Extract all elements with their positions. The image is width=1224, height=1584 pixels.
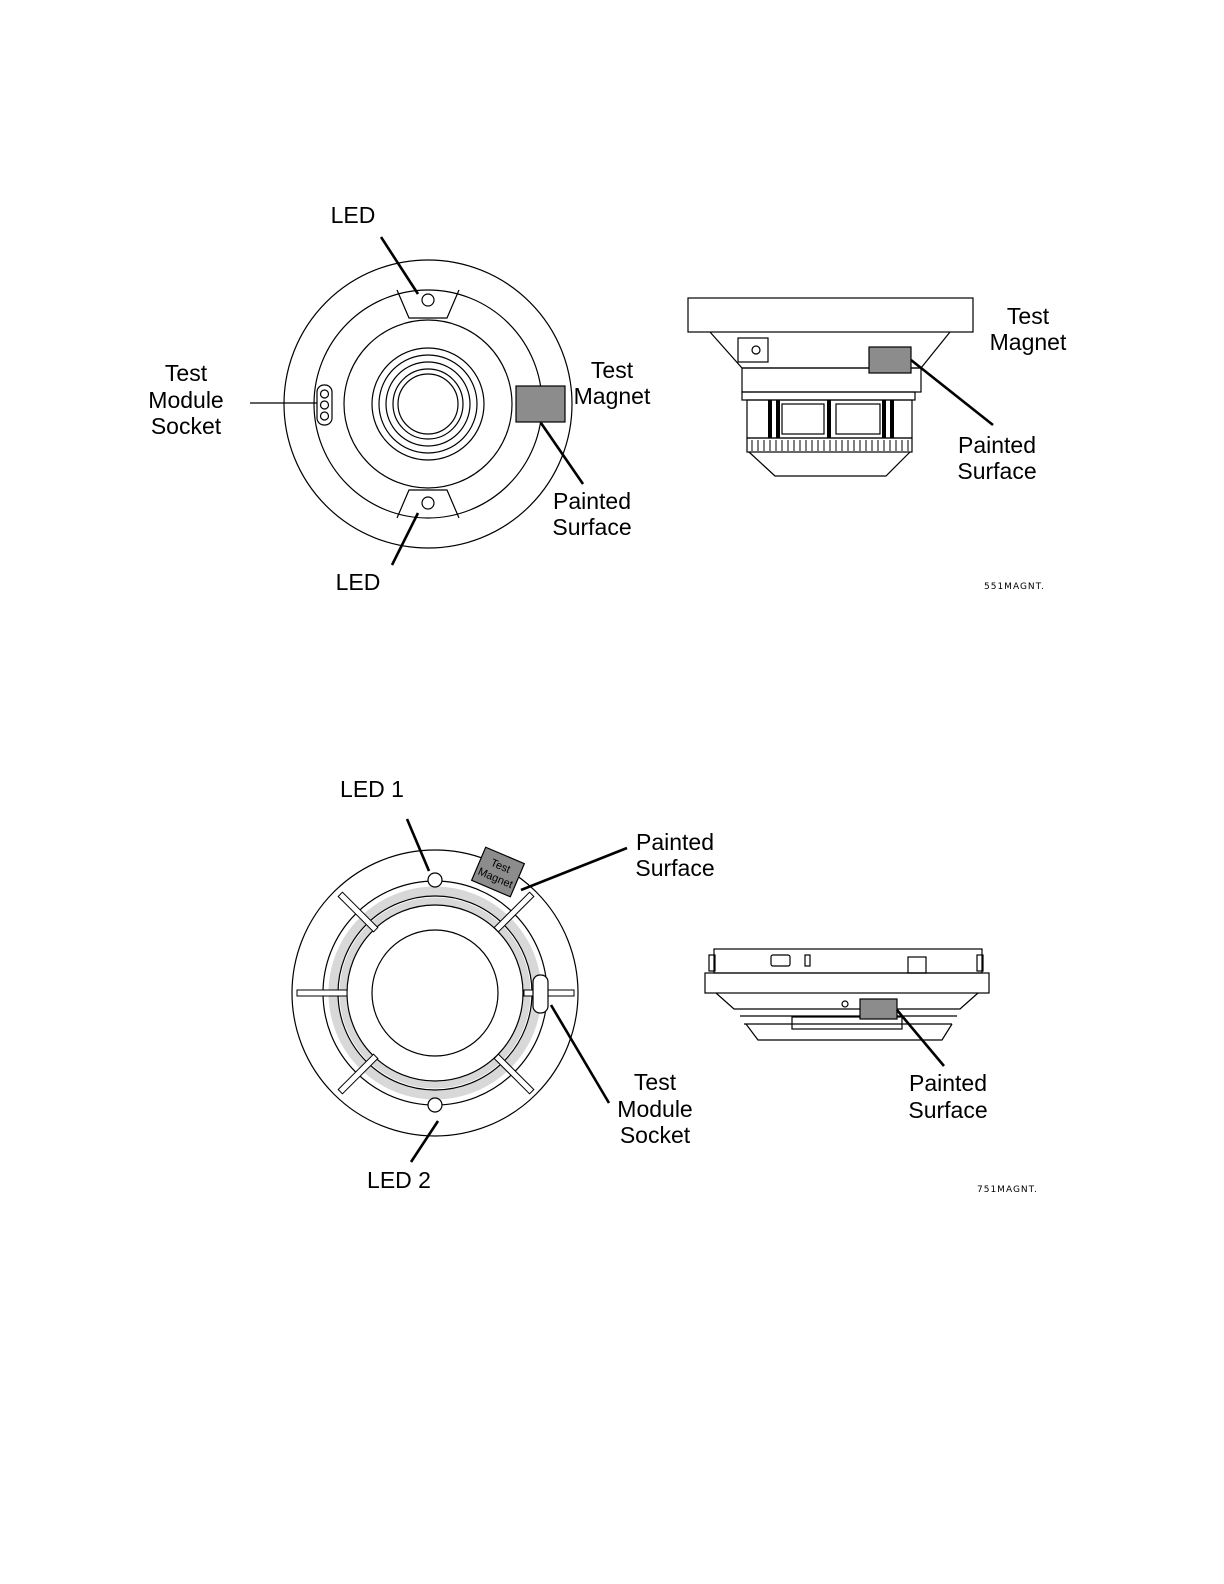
led-window-bottom [397, 490, 459, 518]
side-base-plate [688, 298, 973, 332]
test-module-socket [317, 385, 332, 425]
label-socket-line1: Test [165, 360, 208, 386]
test-magnet-block: Test Magnet [472, 847, 525, 897]
figure1-front-view [250, 237, 583, 565]
label-socket-line3: Socket [151, 413, 222, 439]
side-chamber-bar [768, 400, 772, 438]
leader-led-bottom [392, 513, 418, 565]
side-led-icon [842, 1001, 848, 1007]
sensor-ring-1 [372, 348, 484, 460]
side-window [782, 404, 824, 434]
side-test-magnet-block [869, 347, 911, 373]
test-module-socket [533, 975, 548, 1013]
side-test-magnet-block [860, 999, 897, 1019]
side-led-icon [752, 346, 760, 354]
sensor-chamber [372, 930, 498, 1056]
leader-painted-surface [541, 423, 583, 484]
side-window [836, 404, 880, 434]
label-socket-line2: Module [617, 1096, 692, 1122]
leader-led-2 [411, 1121, 438, 1162]
label-side-painted-line2: Surface [908, 1097, 987, 1123]
side-notch [805, 955, 810, 966]
figure2-code: 751MAGNT. [977, 1185, 1038, 1195]
test-magnet-block [516, 386, 565, 422]
side-tab [908, 957, 926, 973]
side-ticks [752, 440, 908, 451]
label-side-painted-line1: Painted [909, 1070, 987, 1096]
sensor-ring-5 [398, 374, 458, 434]
label-side-magnet-line1: Test [1007, 303, 1050, 329]
side-chamber-bar [776, 400, 780, 438]
side-top-plate [714, 949, 982, 973]
label-painted-line2: Surface [552, 514, 631, 540]
label-magnet-line2: Magnet [574, 383, 651, 409]
side-slot [771, 955, 790, 966]
figure1-front-labels: LED LED Test Module Socket Test Magnet P… [148, 202, 651, 595]
sensor-ring-3 [386, 362, 470, 446]
side-collar-lip [742, 392, 915, 400]
figure2-side-view [705, 949, 989, 1066]
led-bottom-icon [422, 497, 434, 509]
socket-pin-icon [321, 412, 329, 420]
figure2-side-labels: Painted Surface 751MAGNT. [908, 1070, 1038, 1195]
label-side-magnet-line2: Magnet [990, 329, 1067, 355]
label-painted-line1: Painted [553, 488, 631, 514]
label-magnet-line1: Test [591, 357, 634, 383]
inner-rim [314, 290, 542, 518]
label-side-painted-line1: Painted [958, 432, 1036, 458]
leader-led-1 [407, 819, 429, 871]
side-chamber-bar [890, 400, 894, 438]
side-bottom-cone [749, 452, 910, 476]
label-side-painted-line2: Surface [957, 458, 1036, 484]
socket-pin-icon [321, 401, 329, 409]
spoke-left [297, 990, 347, 996]
led-1-icon [428, 873, 442, 887]
label-painted-line2: Surface [635, 855, 714, 881]
label-socket-line3: Socket [620, 1122, 691, 1148]
side-base [705, 973, 989, 993]
leader-side-painted [911, 360, 993, 425]
label-socket-line2: Module [148, 387, 223, 413]
spoke-right [524, 990, 574, 996]
sensor-housing [344, 320, 512, 488]
figure1-side-labels: Test Magnet Painted Surface 551MAGNT. [957, 303, 1067, 592]
figure1-code: 551MAGNT. [984, 582, 1045, 592]
leader-painted-surface [521, 848, 627, 890]
label-socket-line1: Test [634, 1069, 677, 1095]
sensor-ring-2 [379, 355, 477, 453]
side-chamber-bar [827, 400, 831, 438]
led-top-icon [422, 294, 434, 306]
leader-socket [551, 1005, 609, 1103]
socket-pin-icon [321, 390, 329, 398]
label-painted-line1: Painted [636, 829, 714, 855]
label-led-bottom: LED [336, 569, 381, 595]
figure2-front-view: Test Magnet [292, 819, 627, 1162]
leader-side-painted [897, 1010, 944, 1066]
label-led-2: LED 2 [367, 1167, 431, 1193]
side-led-bracket [738, 338, 768, 362]
led-2-icon [428, 1098, 442, 1112]
label-led-1: LED 1 [340, 776, 404, 802]
label-led-top: LED [331, 202, 376, 228]
sensor-ring-4 [393, 369, 463, 439]
side-chamber-bar [882, 400, 886, 438]
figure1-side-view [688, 298, 993, 476]
